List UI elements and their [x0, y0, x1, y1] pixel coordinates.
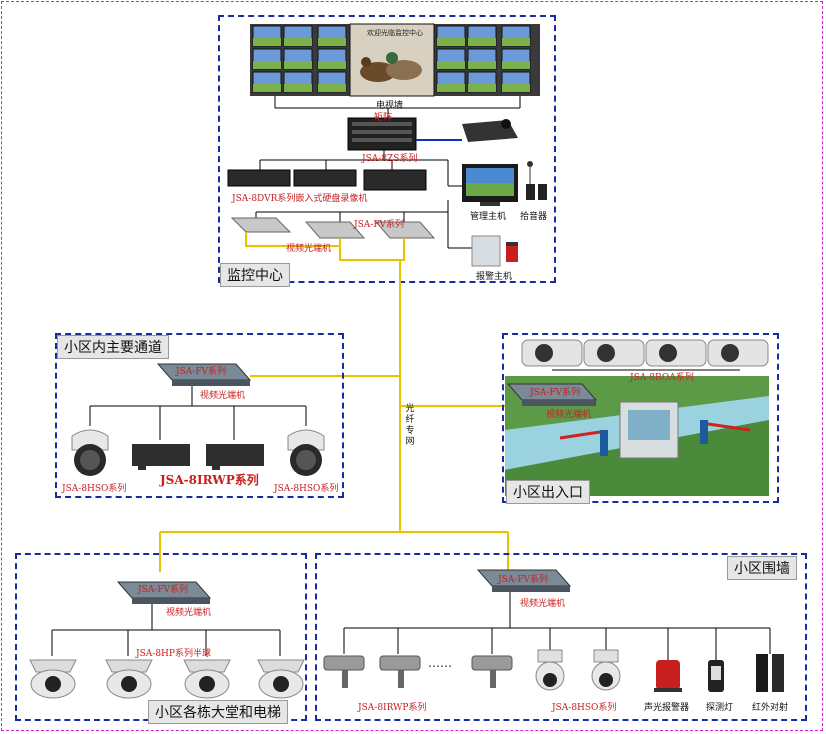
management-host-label: 管理主机 — [470, 212, 507, 222]
infrared-label: 红外对射 — [752, 703, 789, 713]
perimeter-dots: …… — [428, 656, 452, 670]
hso-left-label: JSA-8HSO系列 — [62, 484, 127, 494]
zone-label-main-road: 小区内主要通道 — [57, 335, 169, 359]
zone-control-center — [218, 15, 556, 283]
infrared-device — [756, 654, 784, 692]
matrix-model-label: JSA-8ZS系列 — [362, 154, 418, 164]
dvr-devices — [227, 169, 427, 191]
hemisphere-cameras-lobby — [29, 659, 305, 699]
entrance-scene — [505, 376, 769, 496]
optical-transceiver-control-label: 视频光端机 — [286, 244, 332, 254]
fv-series-control-label: JSA-FV系列 — [354, 220, 405, 230]
fv-series-main-road-label: JSA-FV系列 — [176, 367, 227, 377]
siren-label: 声光报警器 — [644, 703, 690, 713]
optical-transceiver-perimeter-label: 视频光端机 — [520, 599, 566, 609]
alarm-host — [448, 235, 518, 267]
zone-entrance — [502, 333, 779, 503]
zone-perimeter — [315, 553, 807, 721]
irwp-perimeter-label: JSA-8IRWP系列 — [358, 703, 427, 713]
fv-transceiver-main-road — [156, 363, 252, 386]
speed-domes-perimeter — [535, 649, 621, 691]
management-host — [462, 164, 518, 206]
detector-device — [708, 660, 724, 692]
ir-cameras-perimeter — [323, 655, 513, 688]
siren-device — [654, 660, 682, 692]
dome-cameras-main-road — [71, 429, 325, 476]
fiber-network-label: 光纤专网 — [405, 404, 415, 447]
optical-transceiver-entrance-label: 视频光端机 — [546, 410, 592, 420]
zone-label-lobby-elevator: 小区各栋大堂和电梯 — [148, 700, 288, 724]
fv-series-entrance-label: JSA-FV系列 — [530, 388, 581, 398]
optical-transceiver-lobby-label: 视频光端机 — [166, 608, 212, 618]
hp-label: JSA-8HP系列半球 — [136, 649, 211, 659]
fv-transceiver-lobby — [116, 581, 212, 604]
optical-transceiver-main-road-label: 视频光端机 — [200, 391, 246, 401]
hso-perimeter-label: JSA-8HSO系列 — [552, 703, 617, 713]
zone-lobby-elevator — [15, 553, 307, 721]
zone-label-control-center: 监控中心 — [220, 263, 290, 287]
keyboard-device — [462, 119, 518, 142]
roa-label: JSA-8ROA系列 — [630, 373, 694, 383]
hso-right-label: JSA-8HSO系列 — [274, 484, 339, 494]
zone-main-road — [55, 333, 344, 498]
matrix-label: 矩阵 — [374, 113, 393, 123]
zone-label-perimeter: 小区围墙 — [727, 556, 797, 580]
box-cameras-main-road — [132, 444, 264, 470]
fv-series-lobby-label: JSA-FV系列 — [138, 585, 189, 595]
alarm-host-label: 报警主机 — [476, 272, 513, 282]
fv-transceiver-entrance — [506, 383, 598, 406]
roa-cameras-entrance — [521, 339, 769, 367]
tv-wall-label: 电视墙 — [376, 101, 404, 111]
zone-label-entrance: 小区出入口 — [506, 480, 590, 504]
detector-label: 探测灯 — [706, 703, 734, 713]
pickup-devices — [526, 161, 547, 200]
tv-wall — [250, 23, 540, 97]
fv-transceivers-control — [230, 217, 436, 239]
dvr-label: JSA-8DVR系列嵌入式硬盘录像机 — [232, 194, 368, 204]
fv-series-perimeter-label: JSA-FV系列 — [498, 575, 549, 585]
tv-wall-title: 欢迎光临监控中心 — [367, 29, 423, 37]
irwp-main-road-label: JSA-8IRWP系列 — [160, 473, 259, 487]
matrix-device — [347, 117, 417, 151]
fv-transceiver-perimeter — [476, 569, 572, 592]
pickup-label: 拾音器 — [520, 212, 548, 222]
